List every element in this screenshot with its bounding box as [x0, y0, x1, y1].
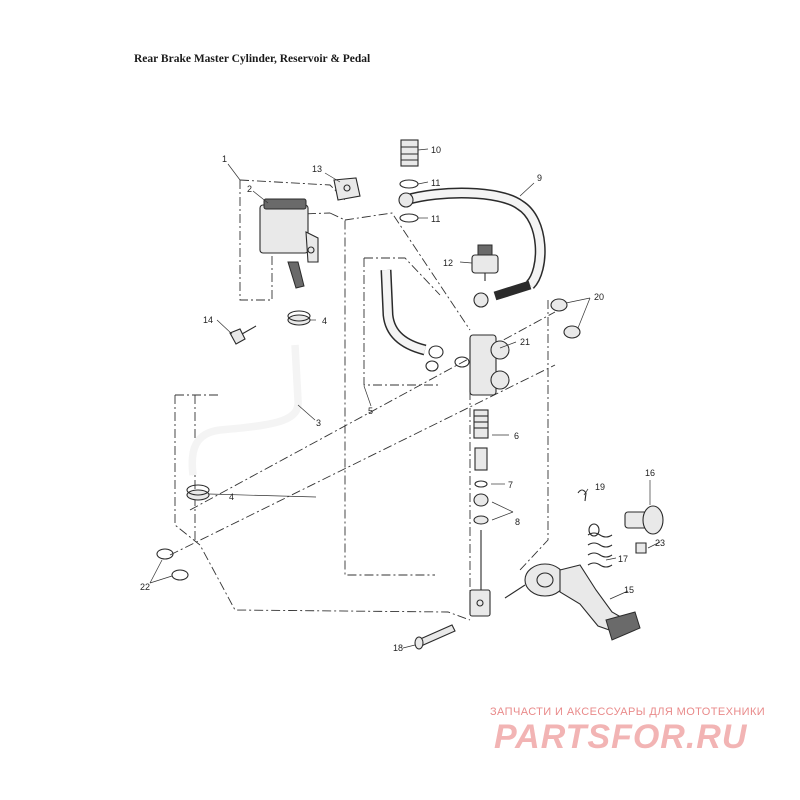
diagram-title: Rear Brake Master Cylinder, Reservoir & …	[134, 53, 371, 65]
callout-4-upper: 4	[322, 316, 327, 326]
callout-labels: 1 2 3 4 4 5 6 7 8 9 10 11 11 12 13 14 15…	[140, 145, 665, 653]
pivot-bolt-part	[624, 505, 664, 535]
callout-3: 3	[316, 418, 321, 428]
callout-10: 10	[431, 145, 441, 155]
brake-pedal-part	[504, 563, 641, 641]
callout-19: 19	[595, 482, 605, 492]
master-cylinder-part	[454, 334, 510, 396]
hose-clamp-lower-part	[186, 484, 210, 501]
hose-clamp-upper-part	[287, 310, 311, 326]
washer-parts	[156, 548, 189, 581]
callout-11-upper: 11	[431, 178, 440, 188]
callout-13: 13	[312, 164, 322, 174]
assembly-outlines	[169, 179, 556, 621]
callout-6: 6	[514, 431, 519, 441]
piston-kit-part	[473, 409, 489, 525]
brake-line-part	[398, 187, 546, 308]
callout-1: 1	[222, 154, 227, 164]
callout-18: 18	[393, 643, 403, 653]
return-spring-part	[587, 523, 613, 568]
watermark-subtitle: ЗАПЧАСТИ И АКСЕССУАРЫ ДЛЯ МОТОТЕХНИКИ	[490, 706, 766, 718]
watermark-logo: PARTSFOR.RU	[494, 718, 748, 756]
reservoir-part	[259, 198, 319, 289]
callout-8: 8	[515, 517, 520, 527]
elbow-hose-part	[380, 269, 444, 372]
reservoir-screw-part	[229, 325, 257, 345]
push-rod-part	[469, 530, 491, 617]
callout-4-lower: 4	[229, 492, 234, 502]
mount-bracket-part	[333, 177, 361, 201]
leader-lines	[149, 148, 661, 649]
callout-5: 5	[368, 406, 373, 416]
callout-2: 2	[247, 184, 252, 194]
brake-light-switch-part	[471, 244, 499, 281]
callout-21: 21	[520, 337, 530, 347]
callout-7: 7	[508, 480, 513, 490]
feed-hose-part	[188, 344, 302, 476]
callout-9: 9	[537, 173, 542, 183]
callout-23: 23	[655, 538, 665, 548]
callout-12: 12	[443, 258, 453, 268]
callout-14: 14	[203, 315, 213, 325]
banjo-bolt-part	[399, 139, 419, 223]
callout-15: 15	[624, 585, 634, 595]
nut-parts	[550, 298, 647, 554]
callout-11-lower: 11	[431, 214, 440, 224]
callout-17: 17	[618, 554, 628, 564]
callout-16: 16	[645, 468, 655, 478]
callout-20: 20	[594, 292, 604, 302]
callout-22: 22	[140, 582, 150, 592]
cotter-pin-part	[577, 489, 587, 502]
clevis-pin-part	[414, 624, 456, 650]
